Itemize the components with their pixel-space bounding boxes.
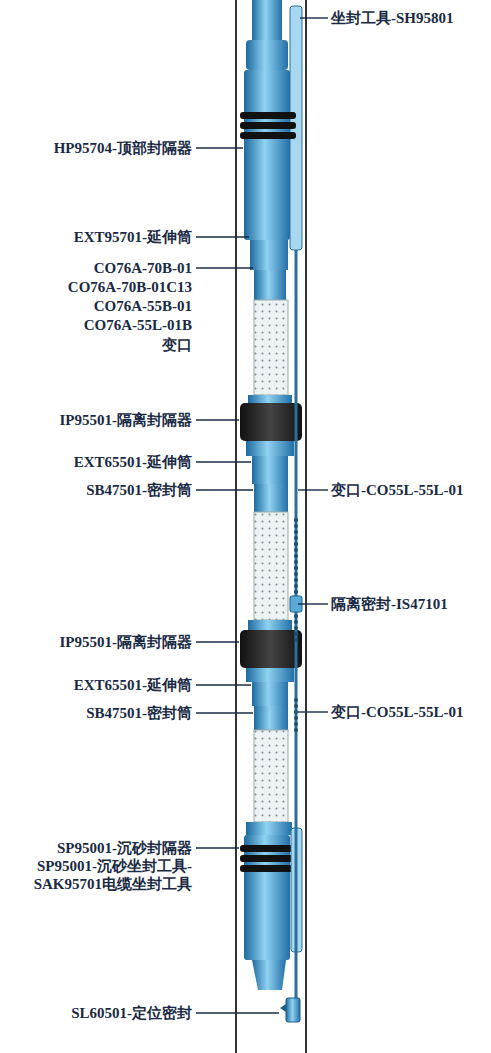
bead — [294, 590, 298, 594]
leader-line — [298, 711, 328, 712]
part-label: HP95704-顶部封隔器 — [54, 140, 192, 157]
part-label: IP95501-隔离封隔器 — [60, 634, 193, 651]
part-label: SP95001-沉砂坐封工具- — [37, 858, 192, 875]
part-label: SL60501-定位密封 — [71, 1005, 192, 1022]
bead — [294, 584, 298, 588]
bead — [294, 614, 298, 618]
bead — [294, 632, 298, 636]
leader-line — [196, 847, 239, 848]
bead — [294, 716, 298, 720]
leader-line — [196, 1012, 279, 1013]
extension-sleeve — [250, 240, 288, 270]
part-label: CO76A-70B-01 — [94, 260, 192, 277]
packer-sub — [246, 441, 294, 456]
bead — [294, 524, 298, 528]
leader-line — [300, 17, 328, 18]
bead — [294, 710, 298, 714]
part-label: 隔离密封-IS47101 — [331, 596, 448, 613]
leader-lines — [196, 18, 328, 1013]
extension-sleeve — [252, 456, 288, 484]
bead — [294, 566, 298, 570]
packer-ring — [240, 855, 296, 862]
packer-ring — [240, 122, 296, 129]
part-label: 坐封工具-SH95801 — [331, 10, 454, 27]
part-label: SP95001-沉砂封隔器 — [57, 840, 192, 857]
part-label: CO76A-55L-01B — [84, 317, 192, 334]
leader-line — [196, 236, 249, 237]
packer-ring — [240, 112, 296, 119]
isolation-packer-element — [240, 630, 302, 668]
bead — [294, 530, 298, 534]
crossover — [254, 270, 286, 300]
top-sub — [246, 40, 288, 70]
leader-line — [196, 461, 251, 462]
casing-wall — [305, 0, 307, 1053]
leader-line — [196, 267, 253, 268]
part-label: SAK95701电缆坐封工具 — [34, 876, 192, 893]
packer-ring — [240, 865, 296, 872]
bead — [294, 548, 298, 552]
bead — [294, 542, 298, 546]
bottom-sub — [252, 960, 286, 990]
bead — [294, 554, 298, 558]
part-label: EXT65501-延伸筒 — [74, 677, 192, 694]
part-label: EXT95701-延伸筒 — [74, 229, 192, 246]
packer-sub — [246, 668, 294, 682]
isolation-packer-element — [240, 403, 302, 441]
packer-sub — [246, 822, 292, 835]
bead — [294, 728, 298, 732]
bead — [294, 698, 298, 702]
bead — [294, 518, 298, 522]
leader-line — [196, 641, 239, 642]
casing-wall — [235, 0, 237, 1053]
top-packer-body — [244, 70, 290, 240]
screen — [254, 300, 288, 395]
part-label: SB47501-密封筒 — [86, 482, 192, 499]
wash-pipe-beads — [294, 518, 298, 732]
leader-line — [196, 684, 251, 685]
part-label: 变口-CO55L-55L-01 — [331, 482, 464, 499]
locator-seal — [286, 998, 300, 1022]
bead — [294, 620, 298, 624]
tubing — [252, 0, 282, 45]
screen — [254, 730, 288, 822]
sump-packer-body — [244, 835, 290, 960]
leader-line — [196, 489, 253, 490]
bead — [294, 578, 298, 582]
part-label: 变口 — [162, 337, 192, 354]
bead — [294, 536, 298, 540]
bead — [294, 626, 298, 630]
leader-line — [298, 603, 328, 604]
packer-ring — [240, 132, 296, 139]
extension-sleeve — [252, 682, 288, 706]
leader-line — [196, 712, 253, 713]
part-label: CO76A-55B-01 — [94, 298, 192, 315]
bead — [294, 722, 298, 726]
part-label: CO76A-70B-01C13 — [68, 279, 192, 296]
seal-bore — [254, 706, 288, 730]
part-label: EXT65501-延伸筒 — [74, 454, 192, 471]
bead — [294, 560, 298, 564]
bead — [294, 704, 298, 708]
screen — [254, 512, 288, 620]
wash-pipe — [295, 250, 298, 1000]
part-label: 变口-CO55L-55L-01 — [331, 704, 464, 721]
leader-line — [196, 419, 239, 420]
locator-lug — [280, 1004, 286, 1012]
leader-line — [298, 489, 328, 490]
seal-bore — [254, 484, 288, 512]
bead — [294, 572, 298, 576]
packer-ring — [240, 845, 296, 852]
part-label: SB47501-密封筒 — [86, 705, 192, 722]
bead — [294, 638, 298, 642]
leader-line — [196, 147, 243, 148]
part-label: IP95501-隔离封隔器 — [60, 412, 193, 429]
